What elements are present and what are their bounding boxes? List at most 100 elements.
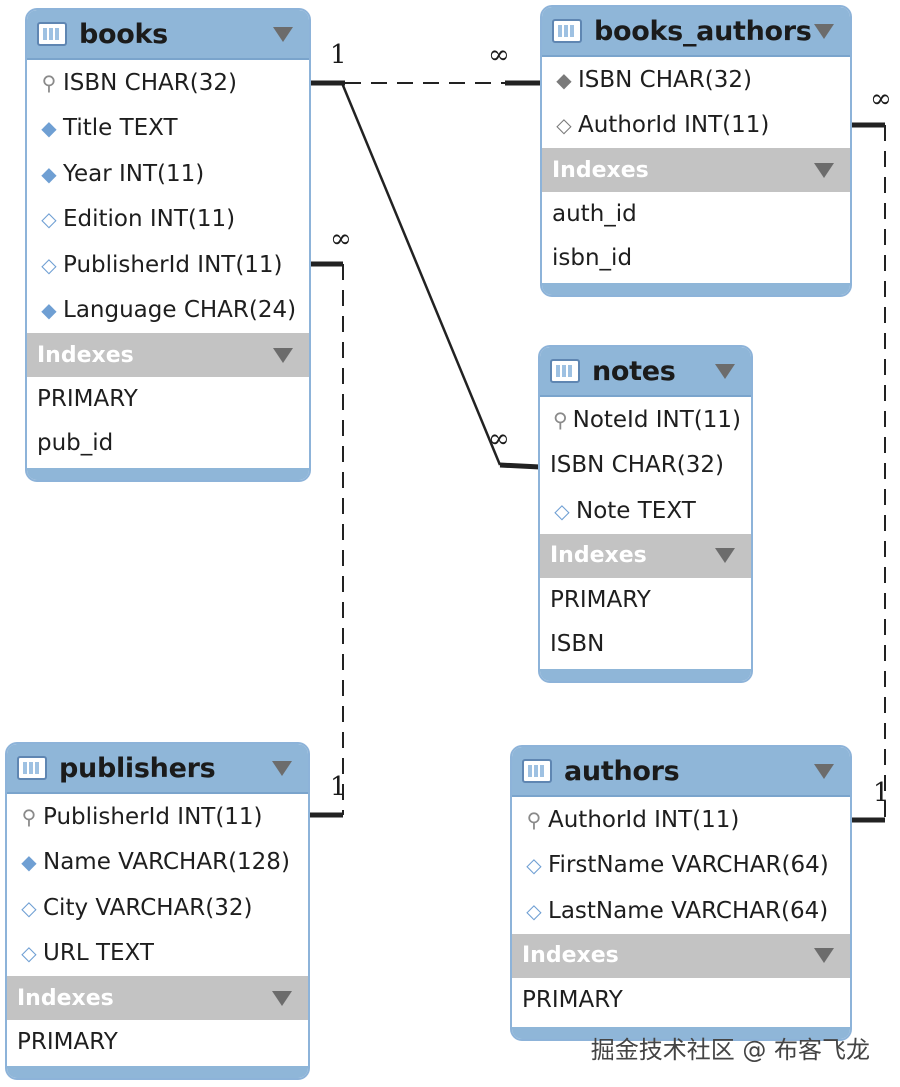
table-title: books (79, 18, 168, 50)
collapse-arrow-icon[interactable] (273, 347, 293, 363)
diamond-filled-icon: ◆ (41, 298, 57, 323)
table-icon (550, 359, 580, 383)
table-books-authors[interactable]: books_authors ◆ISBN CHAR(32) ◇AuthorId I… (540, 5, 852, 297)
key-icon: ⚲ (21, 804, 37, 829)
table-header[interactable]: books_authors (542, 7, 850, 57)
table-header[interactable]: notes (540, 347, 751, 397)
table-icon (522, 759, 552, 783)
collapse-arrow-icon[interactable] (272, 990, 292, 1006)
cardinality-many-books-pub: ∞ (330, 224, 352, 254)
table-icon (17, 756, 47, 780)
diamond-hollow-icon: ◇ (556, 113, 572, 138)
index-row[interactable]: PRIMARY (522, 986, 623, 1013)
index-row[interactable]: ISBN (550, 630, 605, 657)
collapse-arrow-icon[interactable] (814, 162, 834, 178)
index-row[interactable]: PRIMARY (17, 1029, 118, 1055)
column-row[interactable]: ◇Note TEXT (540, 488, 751, 534)
diamond-filled-icon: ◆ (41, 116, 57, 141)
column-row[interactable]: ◇Edition INT(11) (27, 197, 309, 243)
table-footer (512, 1027, 850, 1039)
cardinality-one-authors: 1 (873, 778, 890, 808)
indexes-header[interactable]: Indexes (540, 533, 751, 578)
column-row[interactable]: ⚲PublisherId INT(11) (7, 794, 308, 840)
column-row[interactable]: ◇AuthorId INT(11) (542, 103, 850, 149)
diamond-hollow-icon: ◇ (21, 895, 37, 920)
indexes-header[interactable]: Indexes (542, 148, 850, 192)
collapse-arrow-icon[interactable] (272, 760, 292, 776)
column-label: ISBN CHAR(32) (63, 69, 237, 96)
column-row[interactable]: ⚲NoteId INT(11) (540, 397, 751, 443)
collapse-arrow-icon[interactable] (814, 948, 834, 963)
table-header[interactable]: authors (512, 747, 850, 797)
index-row[interactable]: pub_id (37, 430, 114, 456)
indexes-header[interactable]: Indexes (27, 333, 309, 377)
table-publishers[interactable]: publishers ⚲PublisherId INT(11) ◆Name VA… (5, 742, 310, 1080)
diamond-filled-icon: ◆ (21, 850, 37, 875)
indexes-label: Indexes (550, 543, 647, 568)
index-row[interactable]: PRIMARY (550, 586, 651, 613)
column-label: NoteId INT(11) (572, 406, 741, 433)
cardinality-one-books-ba: 1 (330, 40, 347, 70)
table-header[interactable]: publishers (7, 744, 308, 794)
diamond-hollow-icon: ◇ (554, 498, 570, 523)
table-header[interactable]: books (27, 10, 309, 60)
collapse-arrow-icon[interactable] (814, 763, 834, 779)
relation-books-authors-authors (851, 122, 886, 823)
cardinality-many-ba-authors: ∞ (870, 84, 892, 114)
index-row[interactable]: auth_id (552, 201, 637, 227)
diamond-hollow-icon: ◇ (41, 207, 57, 232)
cardinality-many-books-authors: ∞ (488, 40, 510, 70)
column-row[interactable]: ◆Language CHAR(24) (27, 288, 309, 334)
column-label: URL TEXT (43, 940, 154, 967)
index-row[interactable]: PRIMARY (37, 386, 138, 412)
table-footer (542, 283, 850, 295)
indexes-label: Indexes (37, 342, 134, 368)
indexes-header[interactable]: Indexes (512, 933, 850, 978)
column-row[interactable]: ◇PublisherId INT(11) (27, 242, 309, 288)
collapse-arrow-icon[interactable] (715, 363, 735, 379)
cardinality-many-notes: ∞ (488, 424, 510, 454)
column-row[interactable]: ◆Name VARCHAR(128) (7, 840, 308, 886)
diamond-hollow-icon: ◇ (526, 853, 542, 878)
column-row[interactable]: ⚲AuthorId INT(11) (512, 797, 850, 843)
column-label: AuthorId INT(11) (548, 806, 740, 833)
table-icon (552, 19, 582, 43)
column-row[interactable]: ◆ISBN CHAR(32) (542, 57, 850, 103)
indexes-label: Indexes (17, 985, 114, 1011)
table-footer (27, 468, 309, 480)
table-notes[interactable]: notes ⚲NoteId INT(11) ISBN CHAR(32) ◇Not… (538, 345, 753, 683)
collapse-arrow-icon[interactable] (273, 26, 293, 42)
column-label: ISBN CHAR(32) (578, 66, 752, 93)
table-books[interactable]: books ⚲ISBN CHAR(32) ◆Title TEXT ◆Year I… (25, 8, 311, 482)
collapse-arrow-icon[interactable] (814, 23, 834, 39)
key-icon: ⚲ (552, 407, 568, 432)
column-row[interactable]: ◆Title TEXT (27, 106, 309, 152)
collapse-arrow-icon[interactable] (715, 548, 735, 563)
column-label: FirstName VARCHAR(64) (548, 852, 829, 879)
column-row[interactable]: ◇LastName VARCHAR(64) (512, 888, 850, 934)
column-row[interactable]: ⚲ISBN CHAR(32) (27, 60, 309, 106)
diamond-hollow-icon: ◇ (526, 898, 542, 923)
column-row[interactable]: ◇FirstName VARCHAR(64) (512, 843, 850, 889)
table-title: publishers (59, 752, 216, 784)
diamond-filled-icon: ◆ (41, 161, 57, 186)
column-row[interactable]: ISBN CHAR(32) (540, 443, 751, 489)
indexes-header[interactable]: Indexes (7, 976, 308, 1020)
column-row[interactable]: ◇City VARCHAR(32) (7, 885, 308, 931)
column-label: PublisherId INT(11) (43, 803, 263, 830)
diamond-filled-gray-icon: ◆ (556, 67, 572, 92)
table-authors[interactable]: authors ⚲AuthorId INT(11) ◇FirstName VAR… (510, 745, 852, 1041)
column-row[interactable]: ◆Year INT(11) (27, 151, 309, 197)
index-row[interactable]: isbn_id (552, 245, 633, 271)
relation-books-publishers (310, 261, 344, 818)
indexes-label: Indexes (522, 943, 619, 968)
key-icon: ⚲ (526, 807, 542, 832)
column-label: Language CHAR(24) (63, 297, 297, 324)
column-label: ISBN CHAR(32) (550, 452, 724, 479)
table-title: authors (564, 755, 680, 787)
key-icon: ⚲ (41, 70, 57, 95)
column-row[interactable]: ◇URL TEXT (7, 931, 308, 977)
diamond-hollow-icon: ◇ (41, 252, 57, 277)
column-label: Note TEXT (576, 497, 696, 524)
